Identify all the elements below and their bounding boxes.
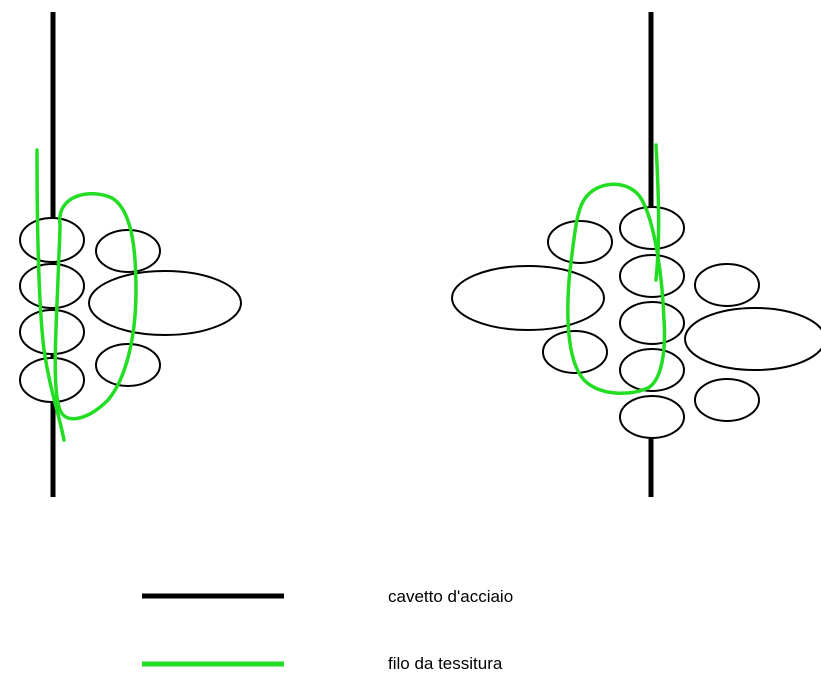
left-bead-column-1 [19,217,85,263]
left-bead-side-bottom [95,343,161,387]
right-bead-right-bottom [694,378,760,422]
left-weaving-yarn [35,148,138,442]
right-bead-large-right [684,307,821,371]
right-bead-right-top [694,263,760,307]
right-bead-column-2 [619,254,685,298]
right-weaving-yarn [566,143,667,395]
left-bead-side-top [95,229,161,273]
left-bead-column-2 [19,263,85,309]
right-bead-column-3 [619,301,685,345]
right-beads [451,206,821,439]
left-beads [19,217,242,403]
right-yarn-tail [654,143,661,282]
left-bead-large [88,270,242,336]
right-bead-column-4 [619,348,685,392]
right-bead-large-left [451,265,605,331]
right-figure [451,12,821,497]
left-figure [19,12,242,497]
left-bead-column-4 [19,357,85,403]
legend-label-weaving-yarn: filo da tessitura [388,654,503,673]
legend [142,593,284,667]
legend-label-steel-cable: cavetto d'acciaio [388,587,514,606]
right-bead-left-top [547,220,613,264]
left-yarn-loop [53,192,138,421]
left-yarn-strand [35,148,66,442]
right-yarn-loop [566,182,667,395]
right-bead-column-5 [619,395,685,439]
right-bead-left-bottom [542,330,608,374]
left-bead-column-3 [19,309,85,355]
